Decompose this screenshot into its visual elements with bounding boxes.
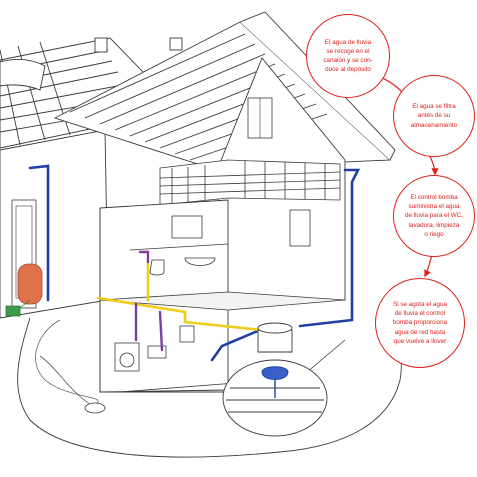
step-bubble-4: Si se agota el agua de lluvia el control… (375, 278, 465, 368)
skylight (0, 58, 46, 91)
cutaway-floor (99, 291, 346, 311)
chimney-right (169, 37, 183, 51)
supply-pipes (96, 260, 264, 332)
step-bubble-1: El agua de lluvia se recoge en el canaló… (306, 14, 390, 98)
rain-downpipes (28, 164, 361, 362)
ground-outline (17, 314, 402, 458)
garden-hose (35, 319, 99, 406)
upper-window (289, 209, 311, 247)
rain-barrel-icon (17, 263, 43, 305)
step-bubble-3: El control bomba suministra el agua de l… (393, 175, 475, 257)
step-text-2: El agua se filtra antes de su almacenami… (410, 103, 458, 129)
arrow-3-4 (424, 254, 433, 278)
basin-icon (184, 257, 216, 266)
mirror (171, 215, 203, 239)
balcony (159, 159, 341, 206)
step-bubble-2: El agua se filtra antes de su almacenami… (393, 75, 475, 157)
pump-control-icon (179, 325, 195, 343)
watering-can-icon (5, 299, 31, 317)
mains-pipes (134, 250, 164, 352)
underground-tank-icon (222, 322, 328, 437)
step-text-1: El agua de lluvia se recoge en el canaló… (323, 38, 373, 74)
step-text-4: Si se agota el agua de lluvia el control… (392, 301, 448, 345)
chimney-left (94, 37, 108, 53)
sink-basement (147, 345, 167, 359)
toilet-icon (149, 259, 165, 276)
step-text-3: El control bomba suministra el agua de l… (404, 194, 464, 238)
